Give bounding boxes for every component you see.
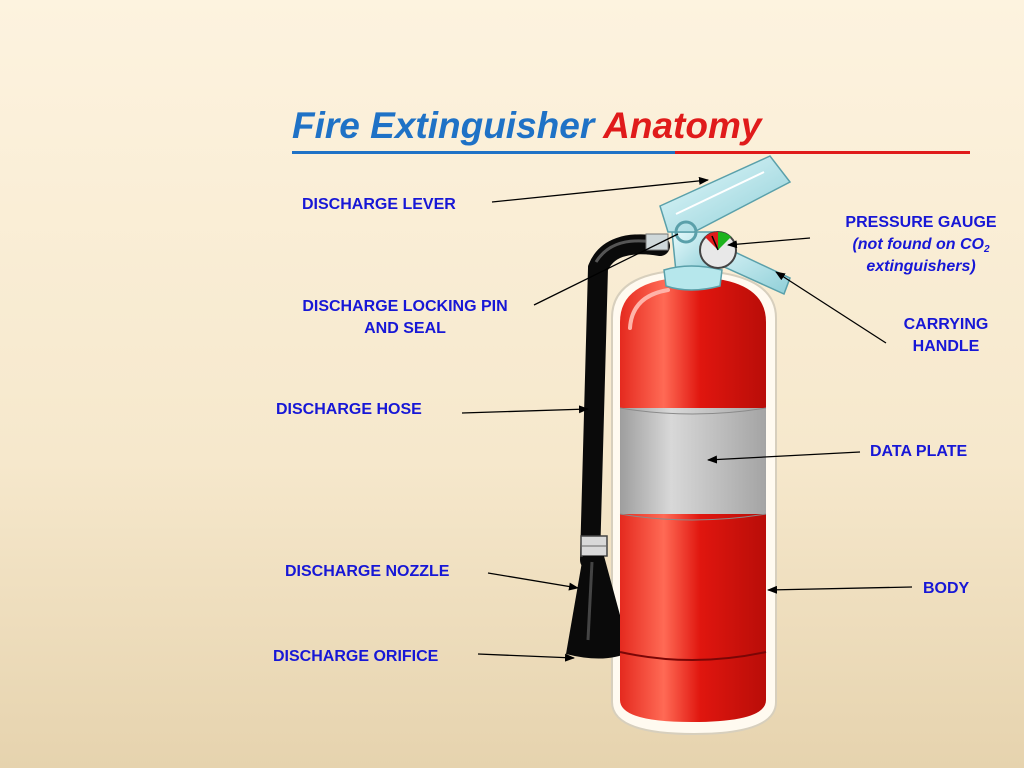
label-discharge-locking-pin: DISCHARGE LOCKING PIN AND SEAL xyxy=(274,296,536,340)
leader-carrying-handle xyxy=(775,271,887,344)
leader-body xyxy=(767,585,913,594)
label-discharge-lever: DISCHARGE LEVER xyxy=(302,196,456,213)
label-carrying-handle-line-2: HANDLE xyxy=(912,338,980,355)
leader-data-plate xyxy=(707,451,861,464)
label-pressure-gauge-title: PRESSURE GAUGE xyxy=(845,214,997,231)
leader-discharge-lever xyxy=(491,176,709,203)
label-carrying-handle-line-1: CARRYING xyxy=(903,316,989,333)
discharge-nozzle xyxy=(566,556,630,659)
leader-locking-pin xyxy=(533,233,679,306)
label-locking-pin-line-1: DISCHARGE LOCKING PIN xyxy=(302,298,508,315)
leader-discharge-hose xyxy=(461,405,589,414)
leader-discharge-orifice xyxy=(477,653,575,662)
title-part-1: Fire Extinguisher xyxy=(292,105,604,146)
leader-discharge-nozzle xyxy=(487,572,579,591)
diagram-title: Fire Extinguisher Anatomy xyxy=(292,104,970,154)
discharge-lever xyxy=(659,155,792,233)
leader-pressure-gauge xyxy=(727,237,811,249)
body-base-seam xyxy=(619,651,767,661)
label-discharge-hose: DISCHARGE HOSE xyxy=(276,401,422,418)
label-pressure-gauge-note-suffix: extinguishers) xyxy=(866,258,976,275)
label-discharge-nozzle: DISCHARGE NOZZLE xyxy=(285,563,450,580)
label-body: BODY xyxy=(923,580,970,597)
label-locking-pin-line-2: AND SEAL xyxy=(364,320,446,337)
title-underline-red xyxy=(675,151,970,154)
label-discharge-orifice: DISCHARGE ORIFICE xyxy=(273,648,439,665)
label-carrying-handle: CARRYING HANDLE xyxy=(886,314,1006,358)
label-pressure-gauge: PRESSURE GAUGE (not found on CO2 extingu… xyxy=(818,212,1024,278)
label-data-plate: DATA PLATE xyxy=(870,443,968,460)
pressure-gauge-note-prefix: (not found on CO xyxy=(852,236,984,253)
title-part-2: Anatomy xyxy=(603,105,762,146)
title-underline-blue xyxy=(292,151,675,154)
locking-pin xyxy=(674,220,698,244)
label-pressure-gauge-note: (not found on CO2 xyxy=(818,234,1024,256)
pressure-gauge-note-subscript: 2 xyxy=(983,244,990,255)
data-plate xyxy=(620,408,766,514)
